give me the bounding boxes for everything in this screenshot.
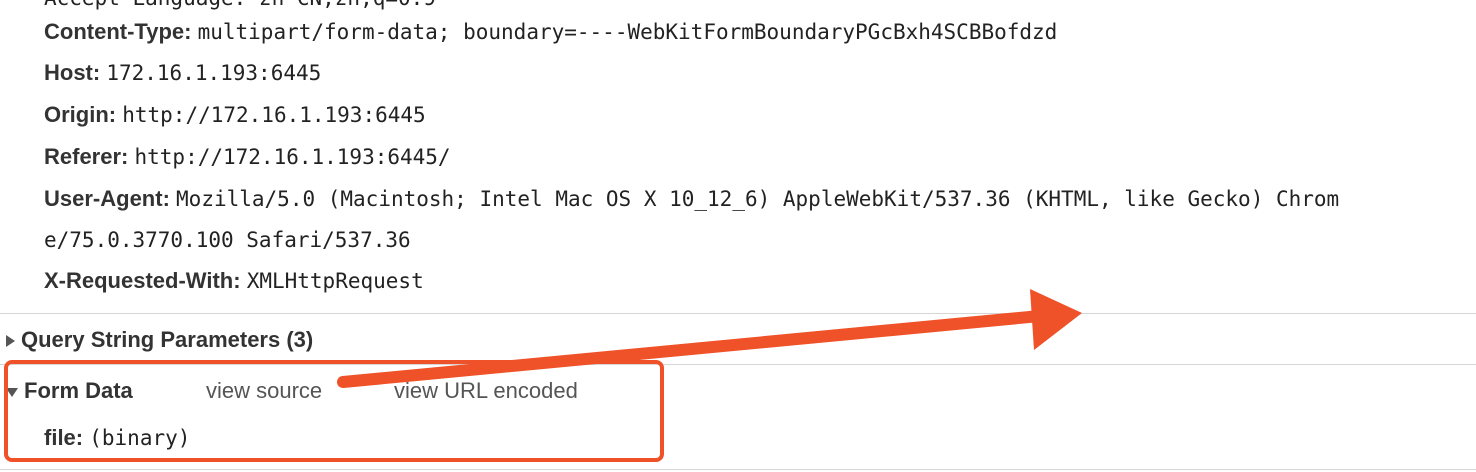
header-value: Mozilla/5.0 (Macintosh; Intel Mac OS X 1… <box>176 187 1340 211</box>
header-name: Content-Type: <box>44 19 192 44</box>
annotation-highlight-box <box>4 360 664 462</box>
clipped-header-text: Accept-Language: zh-CN,zh;q=0.9 <box>44 0 436 10</box>
query-string-title: Query String Parameters (3) <box>21 327 314 352</box>
header-value: XMLHttpRequest <box>246 269 424 293</box>
triangle-right-icon <box>6 335 15 348</box>
header-content-type: Content-Type: multipart/form-data; bound… <box>44 12 1057 52</box>
header-user-agent: User-Agent: Mozilla/5.0 (Macintosh; Inte… <box>44 179 1339 219</box>
header-referer: Referer: http://172.16.1.193:6445/ <box>44 137 451 177</box>
header-origin: Origin: http://172.16.1.193:6445 <box>44 95 426 135</box>
header-value-continuation: e/75.0.3770.100 Safari/537.36 <box>44 228 411 252</box>
header-name: Origin: <box>44 102 117 127</box>
header-name: Host: <box>44 60 101 85</box>
form-data-section-toggle[interactable]: Form Data view source view URL encoded <box>6 371 1006 411</box>
header-value: 172.16.1.193:6445 <box>106 61 322 85</box>
header-host: Host: 172.16.1.193:6445 <box>44 53 321 93</box>
view-source-link[interactable]: view source <box>206 378 323 403</box>
form-field-value: (binary) <box>89 426 191 450</box>
query-string-section-toggle[interactable]: Query String Parameters (3) <box>6 320 313 360</box>
header-user-agent-continuation: e/75.0.3770.100 Safari/537.36 <box>44 220 411 260</box>
header-value: http://172.16.1.193:6445/ <box>134 145 451 169</box>
section-divider <box>0 313 1476 314</box>
header-name: X-Requested-With: <box>44 268 241 293</box>
header-value: multipart/form-data; boundary=----WebKit… <box>197 20 1058 44</box>
form-field-file: file: (binary) <box>44 418 190 458</box>
header-name: Referer: <box>44 144 129 169</box>
triangle-down-icon <box>6 387 18 397</box>
section-divider <box>0 364 1476 365</box>
header-value: http://172.16.1.193:6445 <box>122 103 426 127</box>
header-x-requested-with: X-Requested-With: XMLHttpRequest <box>44 261 424 301</box>
form-field-name: file: <box>44 425 84 450</box>
form-data-title: Form Data <box>24 378 133 403</box>
view-url-encoded-link[interactable]: view URL encoded <box>394 378 578 403</box>
section-divider <box>0 469 1476 470</box>
clipped-header-row: Accept-Language: zh-CN,zh;q=0.9 <box>0 0 1476 16</box>
header-name: User-Agent: <box>44 186 170 211</box>
